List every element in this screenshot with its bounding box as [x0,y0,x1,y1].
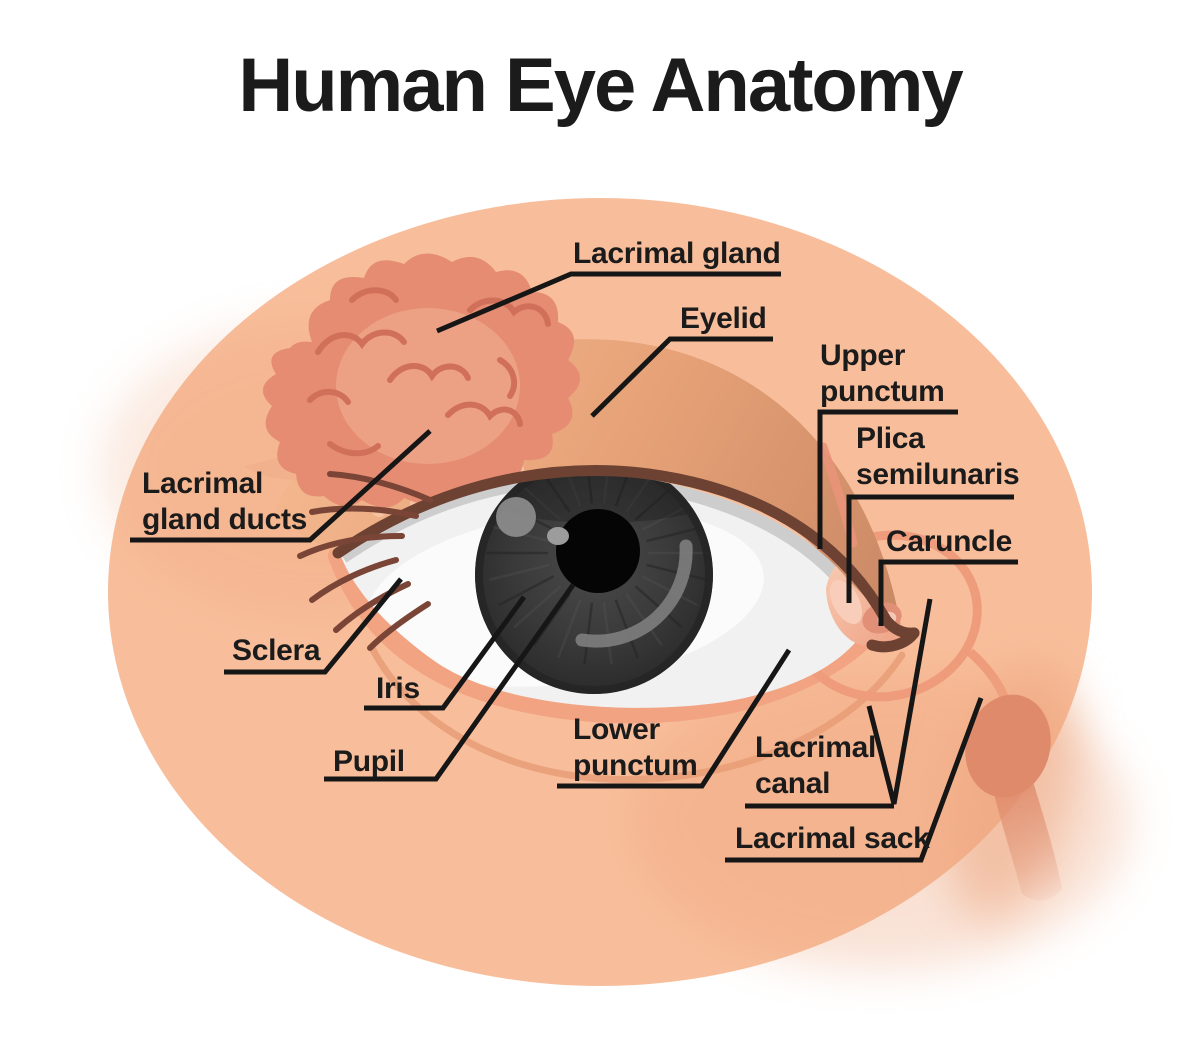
label-lacrimal-sack: Lacrimal sack [735,822,930,855]
label-upper-punctum: Upper punctum [820,339,945,408]
iris-highlight [496,497,536,537]
pupil [556,509,640,593]
label-lower-punctum: Lower punctum [573,713,698,782]
annotation-lines [130,271,1018,863]
label-lacrimal-gland: Lacrimal gland [573,237,781,270]
label-plica-semilunaris: Plica semilunaris [856,422,1020,491]
lacrimal-gland [244,253,580,538]
eyelashes [297,471,433,651]
label-eyelid: Eyelid [680,302,767,335]
iris [475,473,713,694]
page-title: Human Eye Anatomy [238,43,963,128]
plica-semilunaris [829,579,863,625]
label-caruncle: Caruncle [886,525,1012,558]
label-sclera: Sclera [232,634,321,667]
lacrimal-sack [945,663,1079,917]
label-lacrimal-gland-ducts: Lacrimal gland ducts [142,467,308,536]
lid-margin [332,465,920,653]
label-iris: Iris [376,672,420,705]
label-lacrimal-canal: Lacrimal canal [755,731,876,800]
label-pupil: Pupil [333,745,405,778]
